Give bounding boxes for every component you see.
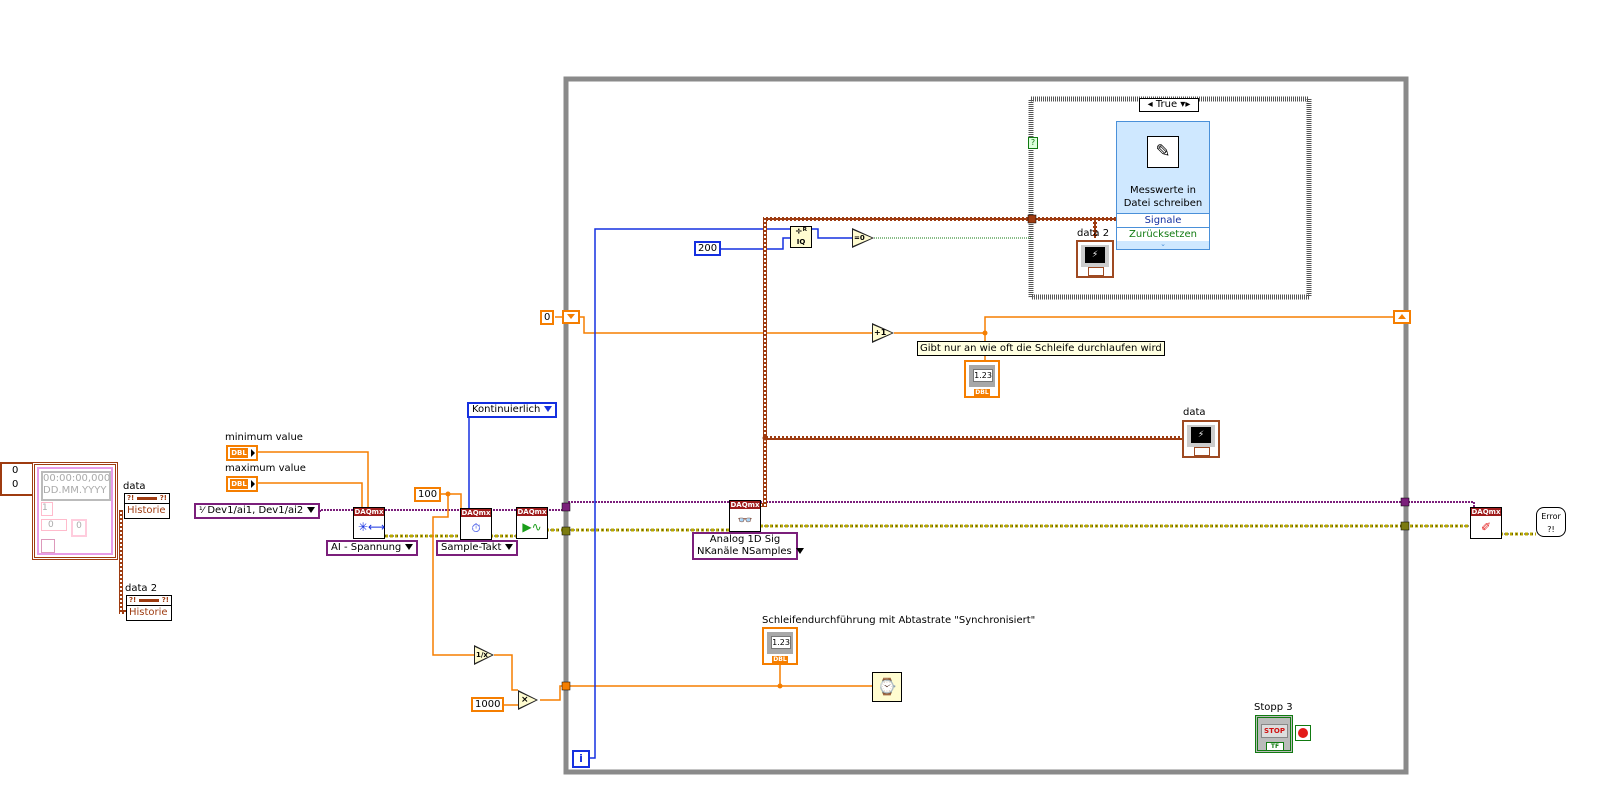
maximum-value-control[interactable]: DBL	[226, 476, 258, 492]
iteration-wire	[588, 228, 790, 759]
sample-rate-constant[interactable]: 100	[414, 487, 442, 502]
express-input-signale[interactable]: Signale	[1117, 213, 1209, 227]
multiply-label: ×	[521, 695, 529, 705]
modulo-constant[interactable]: 200	[694, 241, 722, 256]
daqmx-create-channel-vi[interactable]: DAQmx ✳⟷	[353, 507, 385, 539]
data-waveform-graph[interactable]: ⚡	[1182, 420, 1220, 458]
while-loop-border[interactable]	[563, 76, 1409, 775]
millis-constant[interactable]: 1000	[471, 697, 505, 712]
history-node-label-data: data	[123, 481, 146, 492]
reciprocal-label: 1/x	[476, 651, 488, 659]
create-channel-polymorph-selector[interactable]: AI - Spannung	[326, 540, 419, 556]
history-node-data[interactable]: ?!?! Historie	[124, 493, 170, 519]
graph-icon: ⚡	[1191, 427, 1211, 443]
task-wire	[313, 501, 1475, 512]
watch-icon: ⌚	[877, 677, 897, 696]
loop-condition-terminal[interactable]	[1295, 725, 1311, 741]
sample-mode-constant[interactable]: Kontinuierlich	[467, 402, 558, 418]
dropdown-icon	[307, 507, 316, 513]
save-file-icon: ✎	[1147, 136, 1179, 168]
synchronized-label: Schleifendurchführung mit Abtastrate "Sy…	[762, 615, 1036, 626]
minimum-value-label: minimum value	[225, 432, 303, 443]
cluster-boolean[interactable]	[41, 539, 55, 553]
daqmx-read-vi[interactable]: DAQmx 👓	[729, 500, 761, 532]
read-glasses-icon: 👓	[737, 513, 753, 527]
data2-graph-label: data 2	[1077, 228, 1110, 239]
maximum-value-label: maximum value	[225, 463, 306, 474]
wait-ms-function[interactable]: ⌚	[872, 672, 902, 702]
quotient-icon: ÷ᴿ	[795, 227, 807, 237]
daqmx-start-task-vi[interactable]: DAQmx ▶∿	[516, 507, 548, 539]
case-selector[interactable]: ◂ True ▾▸	[1139, 98, 1199, 112]
case-selector-terminal[interactable]: ?	[1028, 137, 1038, 149]
shift-register-left[interactable]	[562, 310, 580, 324]
array-index-box: 0 0	[0, 462, 34, 496]
shift-register-init-constant[interactable]: 0	[540, 310, 555, 325]
equals-zero-label: =0	[854, 234, 865, 242]
expand-chevron-icon[interactable]: ⌄	[1160, 240, 1166, 248]
cluster-numeric-2[interactable]: 0	[41, 519, 67, 531]
create-channel-icon: ✳⟷	[358, 520, 386, 534]
graph-icon: ⚡	[1085, 247, 1105, 263]
clock-icon: ⏱	[471, 521, 481, 535]
array-index-0[interactable]: 0	[12, 465, 19, 476]
eraser-icon: ✐	[1480, 520, 1492, 534]
physical-channels-constant[interactable]: ⅟ Dev1/ai1, Dev1/ai2	[194, 503, 321, 519]
cluster-numeric-1[interactable]: 1	[41, 502, 53, 516]
shift-register-right[interactable]	[1393, 310, 1411, 324]
history-wire	[119, 510, 126, 614]
quotient-wire	[812, 228, 852, 239]
express-input-zuruecksetzen[interactable]: Zurücksetzen	[1117, 227, 1209, 241]
stop-label: Stopp 3	[1254, 702, 1293, 713]
data-graph-label: data	[1183, 407, 1206, 418]
daqmx-clear-task-vi[interactable]: DAQmx ✐	[1470, 507, 1502, 539]
cluster-numeric-3[interactable]: 0	[71, 519, 87, 537]
simple-error-handler[interactable]: Error ?!	[1536, 507, 1566, 537]
signal-wire	[760, 217, 1182, 507]
array-index-1[interactable]: 0	[12, 479, 19, 490]
write-measurement-file-express-vi[interactable]: ✎ Messwerte in Datei schreiben Signale Z…	[1116, 121, 1210, 250]
minimum-wire	[256, 451, 369, 510]
start-icon: ▶∿	[522, 520, 542, 534]
daqmx-timing-vi[interactable]: DAQmx ⏱	[460, 508, 492, 540]
timing-polymorph-selector[interactable]: Sample-Takt	[436, 540, 519, 556]
maximum-wire	[256, 482, 363, 510]
minimum-value-control[interactable]: DBL	[226, 445, 258, 461]
rate-wire	[432, 493, 518, 691]
decrement-case-icon[interactable]: ◂	[1147, 99, 1153, 110]
data2-waveform-graph[interactable]: ⚡	[1076, 240, 1114, 278]
loop-count-comment: Gibt nur an wie oft die Schleife durchla…	[917, 341, 1165, 356]
io-icon: ⅟	[199, 506, 205, 516]
stop-button-control[interactable]: STOP TF	[1255, 715, 1293, 753]
loop-count-indicator[interactable]: 1.23 DBL	[964, 360, 1000, 398]
history-node-data2[interactable]: ?!?! Historie	[126, 595, 172, 621]
stop-if-true-icon	[1298, 728, 1308, 738]
shift-register-wire	[555, 316, 1396, 362]
case-dropdown-icon[interactable]: ▾▸	[1180, 99, 1191, 110]
history-node-label-data2: data 2	[125, 583, 158, 594]
read-polymorph-selector[interactable]: Analog 1D Sig NKanäle NSamples	[692, 532, 804, 560]
synchronized-indicator[interactable]: 1.23 DBL	[762, 627, 798, 665]
error-wire	[385, 524, 1536, 538]
increment-label: +1	[874, 328, 887, 337]
modulo-wire	[717, 237, 790, 250]
iteration-terminal[interactable]: i	[572, 750, 590, 768]
